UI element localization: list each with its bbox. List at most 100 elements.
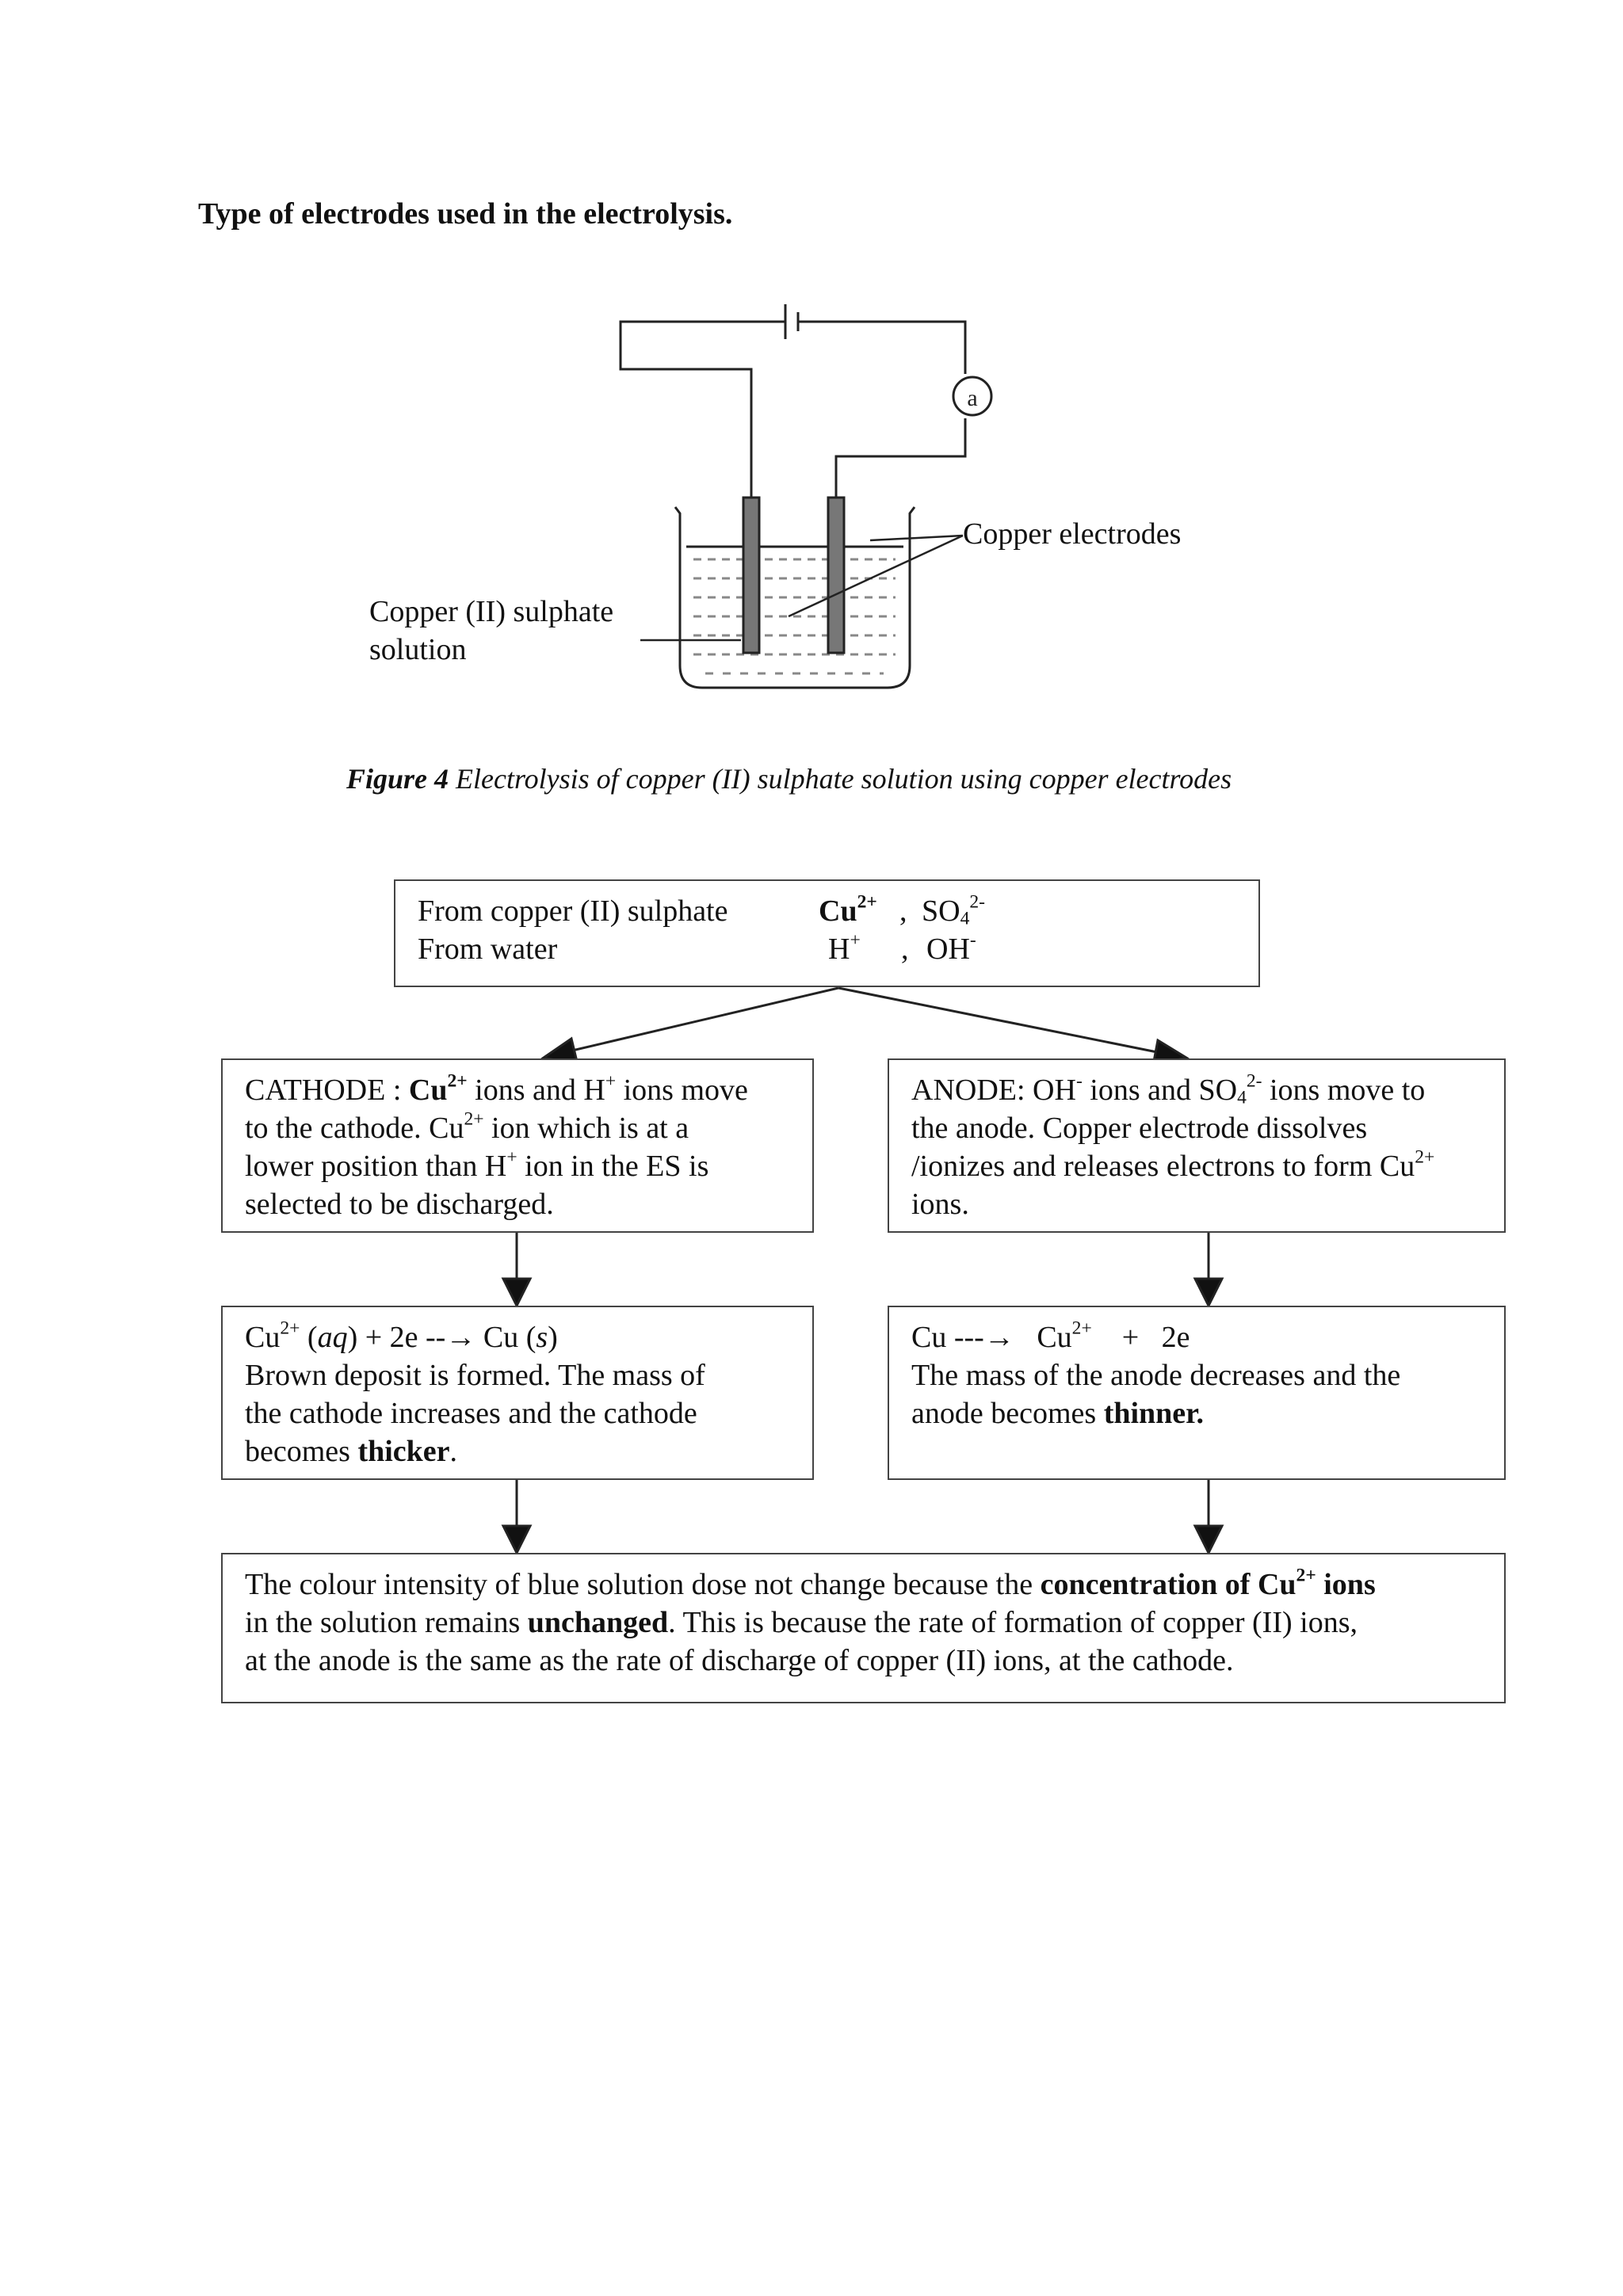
- conclusion-line-2: in the solution remains unchanged. This …: [245, 1604, 1504, 1642]
- label-solution: Copper (II) sulphate solution: [369, 593, 613, 669]
- text-run: ): [548, 1321, 558, 1354]
- circuit-wire: [619, 320, 967, 499]
- ions-row1-anion: SO42-: [922, 892, 985, 930]
- text-run: Cu: [408, 1074, 448, 1107]
- figure-caption: Figure 4 Electrolysis of copper (II) sul…: [346, 762, 1232, 795]
- ions-row1-label: From copper (II) sulphate: [418, 894, 728, 928]
- anode-observation-1: The mass of the anode decreases and the: [911, 1359, 1401, 1392]
- text-run: concentration of Cu: [1040, 1568, 1296, 1601]
- text-run: lower position than H: [245, 1150, 507, 1183]
- text-run: Cu: [245, 1321, 281, 1354]
- text-run: ANODE: OH: [911, 1074, 1076, 1107]
- anode-observation-2: anode becomes thinner.: [911, 1394, 1504, 1432]
- ions-row-copper-sulphate: From copper (II) sulphate Cu2+ , SO42-: [418, 892, 1258, 930]
- anode-line-1: ANODE: OH- ions and SO42- ions move to: [911, 1071, 1504, 1109]
- cation-charge: 2+: [857, 891, 877, 913]
- anion-charge: -: [969, 929, 976, 951]
- text-run: 2+: [1296, 1565, 1316, 1586]
- battery-icon: [784, 304, 800, 339]
- cathode-equation: Cu2+ (aq) + 2e --→ Cu (s): [245, 1318, 812, 1356]
- cathode-line-1: CATHODE : Cu2+ ions and H+ ions move: [245, 1071, 812, 1109]
- text-run: + 2e: [1091, 1321, 1190, 1354]
- copper-electrodes: [742, 496, 846, 654]
- text-run: ion which is at a: [483, 1112, 689, 1145]
- cathode-observation-2: the cathode increases and the cathode: [245, 1397, 697, 1430]
- text-run: s: [536, 1321, 548, 1354]
- label-leader-lines: [640, 534, 964, 642]
- beaker: [674, 506, 916, 689]
- text-run: ions and SO: [1082, 1074, 1238, 1107]
- text-run: The colour intensity of blue solution do…: [245, 1568, 1041, 1601]
- text-run: anode becomes: [911, 1397, 1104, 1430]
- section-heading: Type of electrodes used in the electroly…: [198, 197, 733, 231]
- figure-caption-number: Figure 4: [346, 763, 449, 795]
- ions-row1-separator: ,: [899, 894, 907, 928]
- ions-row2-cation: H+: [828, 930, 861, 968]
- ammeter-icon: a: [952, 376, 993, 417]
- figure-caption-text: Electrolysis of copper (II) sulphate sol…: [449, 763, 1232, 795]
- text-run: 2+: [1071, 1318, 1092, 1339]
- anode-line-4: ions.: [911, 1188, 969, 1221]
- text-run: ) + 2e --: [347, 1321, 446, 1354]
- text-run: unchanged: [527, 1606, 669, 1639]
- text-run: 4: [1237, 1087, 1247, 1108]
- label-solution-line2: solution: [369, 633, 467, 666]
- ions-row2-anion: OH-: [926, 930, 976, 968]
- text-run: (: [300, 1321, 318, 1354]
- text-run: Cu: [1014, 1321, 1072, 1354]
- text-run: to the cathode. Cu: [245, 1112, 464, 1145]
- text-run: thicker: [357, 1435, 450, 1468]
- text-run: 2+: [464, 1108, 484, 1130]
- text-run: .: [449, 1435, 458, 1468]
- anion-symbol: SO: [922, 894, 960, 928]
- text-run: 2+: [1415, 1146, 1435, 1168]
- text-run: +: [605, 1070, 617, 1092]
- arrow-icon: →: [983, 1321, 1014, 1354]
- ions-box: From copper (II) sulphate Cu2+ , SO42- F…: [394, 879, 1260, 987]
- text-run: ion in the ES is: [517, 1150, 709, 1183]
- cathode-line-3: lower position than H+ ion in the ES is: [245, 1147, 812, 1185]
- cathode-box: CATHODE : Cu2+ ions and H+ ions move to …: [221, 1058, 814, 1233]
- label-solution-line1: Copper (II) sulphate: [369, 595, 614, 628]
- solution-dashes: [693, 558, 896, 675]
- text-run: becomes: [245, 1435, 358, 1468]
- cation-charge: +: [850, 929, 861, 951]
- label-copper-electrodes: Copper electrodes: [963, 517, 1182, 551]
- ions-row-water: From water H+ , OH-: [418, 930, 1258, 968]
- anode-equation: Cu ---→ Cu2+ + 2e: [911, 1318, 1504, 1356]
- cathode-line-4: selected to be discharged.: [245, 1188, 554, 1221]
- text-run: 2+: [280, 1318, 300, 1339]
- cathode-reaction-box: Cu2+ (aq) + 2e --→ Cu (s) Brown deposit …: [221, 1306, 814, 1480]
- text-run: in the solution remains: [245, 1606, 528, 1639]
- text-run: Cu (: [475, 1321, 537, 1354]
- ions-row1-cation: Cu2+: [819, 892, 877, 930]
- text-run: +: [506, 1146, 517, 1168]
- text-run: ions and H: [467, 1074, 605, 1107]
- text-run: 2+: [447, 1070, 468, 1092]
- ions-row2-separator: ,: [901, 933, 909, 966]
- conclusion-box: The colour intensity of blue solution do…: [221, 1553, 1506, 1703]
- conclusion-line-1: The colour intensity of blue solution do…: [245, 1566, 1504, 1604]
- anode-line-3: /ionizes and releases electrons to form …: [911, 1147, 1504, 1185]
- text-run: CATHODE :: [245, 1074, 409, 1107]
- cation-symbol: Cu: [819, 894, 857, 928]
- text-run: -: [1075, 1070, 1083, 1092]
- arrow-icon: →: [445, 1321, 476, 1354]
- anion-subscript: 4: [960, 908, 970, 929]
- text-run: 2-: [1246, 1070, 1262, 1092]
- text-run: ions move: [616, 1074, 748, 1107]
- conclusion-line-3: at the anode is the same as the rate of …: [245, 1644, 1234, 1677]
- anode-line-2: the anode. Copper electrode dissolves: [911, 1112, 1368, 1145]
- anode-reaction-box: Cu ---→ Cu2+ + 2e The mass of the anode …: [888, 1306, 1506, 1480]
- anode-box: ANODE: OH- ions and SO42- ions move to t…: [888, 1058, 1506, 1233]
- cathode-observation-1: Brown deposit is formed. The mass of: [245, 1359, 705, 1392]
- cathode-observation-3: becomes thicker.: [245, 1432, 812, 1470]
- cathode-line-2: to the cathode. Cu2+ ion which is at a: [245, 1109, 812, 1147]
- text-run: thinner.: [1103, 1397, 1205, 1430]
- text-run: ions: [1316, 1568, 1376, 1601]
- svg-text:a: a: [967, 385, 977, 411]
- cation-symbol: H: [828, 933, 850, 966]
- ions-row2-label: From water: [418, 933, 558, 966]
- anion-symbol: OH: [926, 933, 970, 966]
